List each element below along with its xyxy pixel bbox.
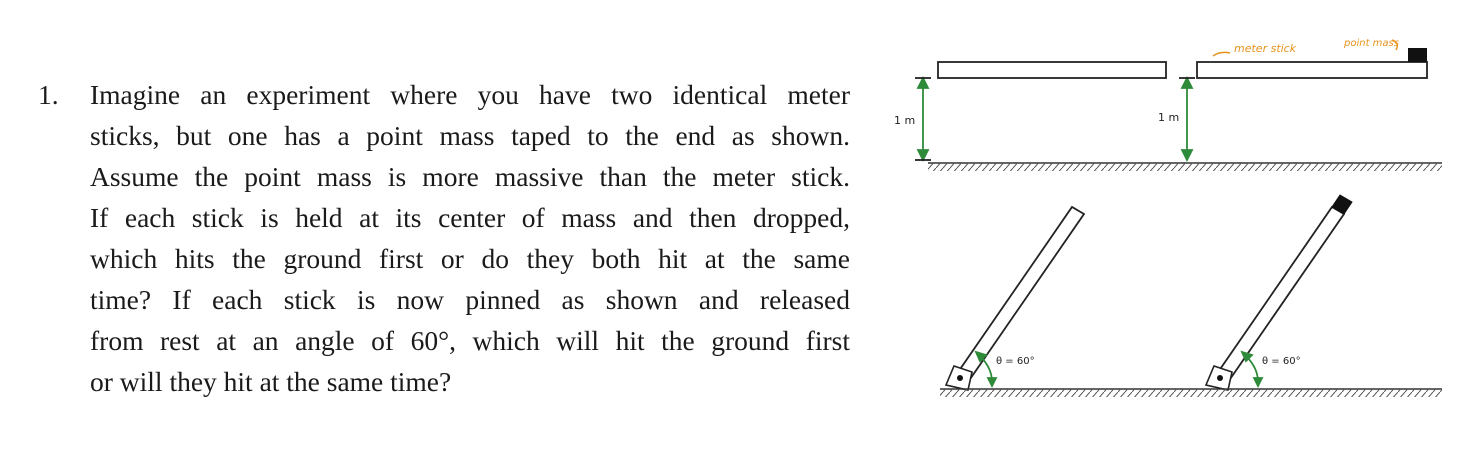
height-label-left: 1 m (894, 114, 915, 127)
ground-bottom (940, 388, 1442, 397)
height-label-right: 1 m (1158, 111, 1179, 124)
angle-label-right: θ = 60° (1262, 356, 1301, 367)
question-text: Imagine an experiment where you have two… (90, 74, 850, 402)
question-line: from rest at an angle of 60°, which will… (90, 325, 850, 356)
experiment-figure: 1 m 1 m meter stick point mass θ = 60° θ… (894, 38, 1442, 397)
point-mass (1408, 48, 1427, 62)
question-line: Imagine an experiment where you have two… (90, 79, 850, 110)
meter-stick-label: meter stick (1234, 42, 1297, 55)
height-arrow-right (1179, 75, 1195, 163)
question-line: Assume the point mass is more massive th… (90, 161, 850, 192)
height-arrow-left (915, 75, 931, 163)
ground-top (928, 162, 1442, 171)
question-line: sticks, but one has a point mass taped t… (90, 120, 850, 151)
question-number: 1. (38, 79, 59, 110)
meter-stick-left (937, 61, 1167, 79)
pinned-point-mass (1331, 194, 1353, 215)
question-line: or will they hit at the same time? (90, 366, 452, 397)
point-mass-label: point mass (1343, 38, 1399, 49)
point-mass-pointer (1391, 39, 1399, 51)
question-line: time? If each stick is now pinned as sho… (90, 284, 850, 315)
angle-arc-right (1240, 350, 1264, 389)
question-line: If each stick is held at its center of m… (90, 202, 850, 233)
meter-stick-pointer (1212, 51, 1231, 57)
meter-stick-right (1196, 61, 1428, 79)
angle-arc-left (974, 350, 998, 389)
question-line: which hits the ground first or do they b… (90, 243, 850, 274)
pivot-right (1204, 365, 1233, 391)
angle-label-left: θ = 60° (996, 356, 1035, 367)
